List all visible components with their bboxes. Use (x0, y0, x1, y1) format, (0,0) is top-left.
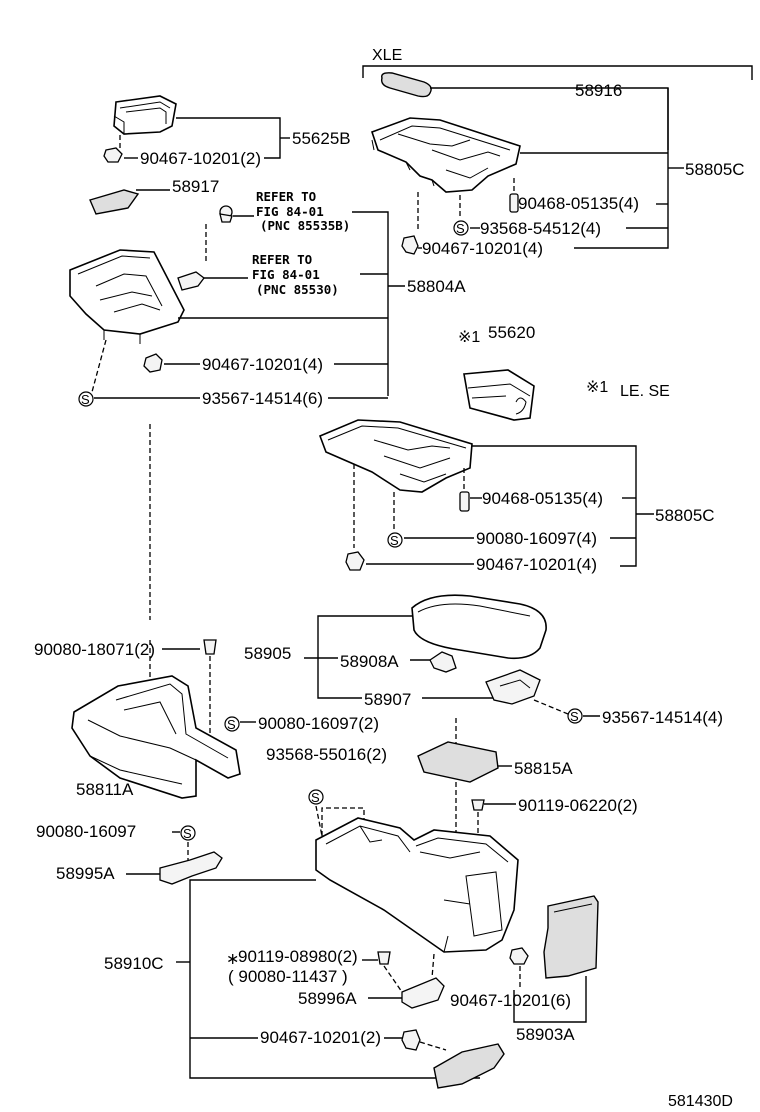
label-58996A: 58996A (298, 989, 357, 1008)
note-le-se: LE. SE (620, 383, 670, 400)
svg-text:FIG 84-01: FIG 84-01 (252, 267, 320, 282)
label-58804A: 58804A (407, 277, 466, 296)
part-55625B-box (113, 95, 177, 135)
screw-90080-18071 (203, 639, 217, 655)
note-marker-90119-08980: ∗ (226, 951, 239, 968)
clip-90467-bot (401, 1029, 421, 1051)
svg-text:(PNC 85535B): (PNC 85535B) (260, 218, 350, 233)
part-58905-armrest (411, 594, 547, 660)
label-58908A: 58908A (340, 652, 399, 671)
label-93567-14514-6: 93567-14514(6) (202, 389, 323, 408)
label-93568-55016: 93568-55016(2) (266, 745, 387, 764)
screw-90080-16097: S (180, 825, 196, 841)
svg-text:S: S (81, 392, 90, 407)
note-marker-55620: ※1 (458, 329, 480, 346)
label-58995A: 58995A (56, 864, 115, 883)
label-90467-4-low: 90467-10201(4) (476, 555, 597, 574)
svg-text:S: S (183, 826, 192, 841)
part-58995A-bracket (159, 851, 223, 885)
screw-90080-16097-4: S (387, 532, 403, 548)
label-58811A: 58811A (76, 780, 134, 799)
svg-text:(PNC 85530): (PNC 85530) (256, 282, 339, 297)
refer-note-85530: REFER TO FIG 84-01 (PNC 85530) (252, 252, 339, 297)
label-58917: 58917 (172, 177, 219, 196)
label-55625B: 55625B (292, 129, 351, 148)
svg-text:S: S (227, 717, 236, 732)
part-55620-box (463, 369, 535, 421)
label-90468-mid: 90468-05135(4) (482, 489, 603, 508)
label-58910C: 58910C (104, 954, 164, 973)
label-90080-16097: 90080-16097 (36, 822, 136, 841)
label-90467-2-top: 90467-10201(2) (140, 149, 261, 168)
svg-text:S: S (570, 709, 579, 724)
part-58811A-front-panel (71, 675, 241, 799)
clip-refer-a (219, 205, 233, 223)
xle-variant-bracket: XLE (362, 47, 753, 80)
label-90467-2-bot: 90467-10201(2) (260, 1028, 381, 1047)
clip-90467-xle (401, 235, 419, 255)
label-90080-11437: ( 90080-11437 ) (228, 967, 348, 986)
svg-text:S: S (390, 533, 399, 548)
clip-90468-mid (459, 491, 470, 512)
part-58917-pad (89, 189, 140, 215)
xle-variant-label: XLE (372, 47, 402, 64)
svg-text:REFER TO: REFER TO (252, 252, 312, 267)
label-58916: 58916 (575, 81, 622, 100)
part-58910C-rear-console (315, 817, 519, 953)
part-58908A-latch (429, 651, 457, 673)
part-58916-lid-pad (380, 72, 432, 98)
svg-text:REFER TO: REFER TO (256, 189, 316, 204)
clip-90467-6 (509, 947, 529, 965)
figure-code: 581430D (668, 1093, 733, 1110)
label-58815A: 58815A (514, 759, 573, 778)
screw-93568-55016: S (308, 789, 324, 805)
bulb-socket-refer (177, 271, 205, 291)
part-58996A-bracket (401, 977, 445, 1009)
clip-90468-top (509, 193, 519, 213)
label-58805C-mid: 58805C (655, 506, 715, 525)
label-93568-54512: 93568-54512(4) (480, 219, 601, 238)
label-90080-18071: 90080-18071(2) (34, 640, 155, 659)
label-58905: 58905 (244, 644, 291, 663)
refer-note-85535B: REFER TO FIG 84-01 (PNC 85535B) (256, 189, 350, 233)
screw-90119-08980 (377, 951, 391, 965)
part-58805C-console-top (318, 419, 473, 493)
screw-90080-16097-2: S (224, 716, 240, 732)
screw-90119-06220 (471, 799, 485, 811)
part-58907-hinge (485, 669, 541, 705)
label-55620: 55620 (488, 323, 535, 342)
svg-text:S: S (311, 790, 320, 805)
clip-90467-box (103, 147, 123, 163)
screw-93568-54512: S (453, 220, 469, 236)
screw-93567-14514-6: S (78, 391, 94, 407)
label-90119-08980: 90119-08980(2) (238, 947, 358, 966)
part-58903A-end-panel (543, 895, 599, 979)
label-90119-06220: 90119-06220(2) (518, 796, 638, 815)
label-90467-4-top: 90467-10201(4) (422, 239, 543, 258)
label-93567-14514-4: 93567-14514(4) (602, 708, 723, 727)
label-90080-16097-2: 90080-16097(2) (258, 714, 379, 733)
clip-90467-low (345, 551, 365, 571)
part-58805C-console-top-xle (370, 117, 521, 193)
note-marker-le-se: ※1 (586, 379, 608, 396)
label-58907: 58907 (364, 690, 411, 709)
part-58815A-lid-pad (417, 741, 499, 783)
screw-93567-14514-4: S (567, 708, 583, 724)
clip-90467-mid (143, 353, 163, 373)
label-90467-6: 90467-10201(6) (450, 991, 571, 1010)
svg-text:FIG 84-01: FIG 84-01 (256, 204, 324, 219)
part-rear-bottom-cover (433, 1043, 505, 1089)
label-90467-4-mid: 90467-10201(4) (202, 355, 323, 374)
svg-text:S: S (456, 221, 465, 236)
part-58804A-panel (69, 249, 185, 344)
label-58903A: 58903A (516, 1025, 575, 1044)
label-90080-16097-4: 90080-16097(4) (476, 529, 597, 548)
label-90468-top: 90468-05135(4) (518, 194, 639, 213)
label-58805C-top: 58805C (685, 160, 745, 179)
